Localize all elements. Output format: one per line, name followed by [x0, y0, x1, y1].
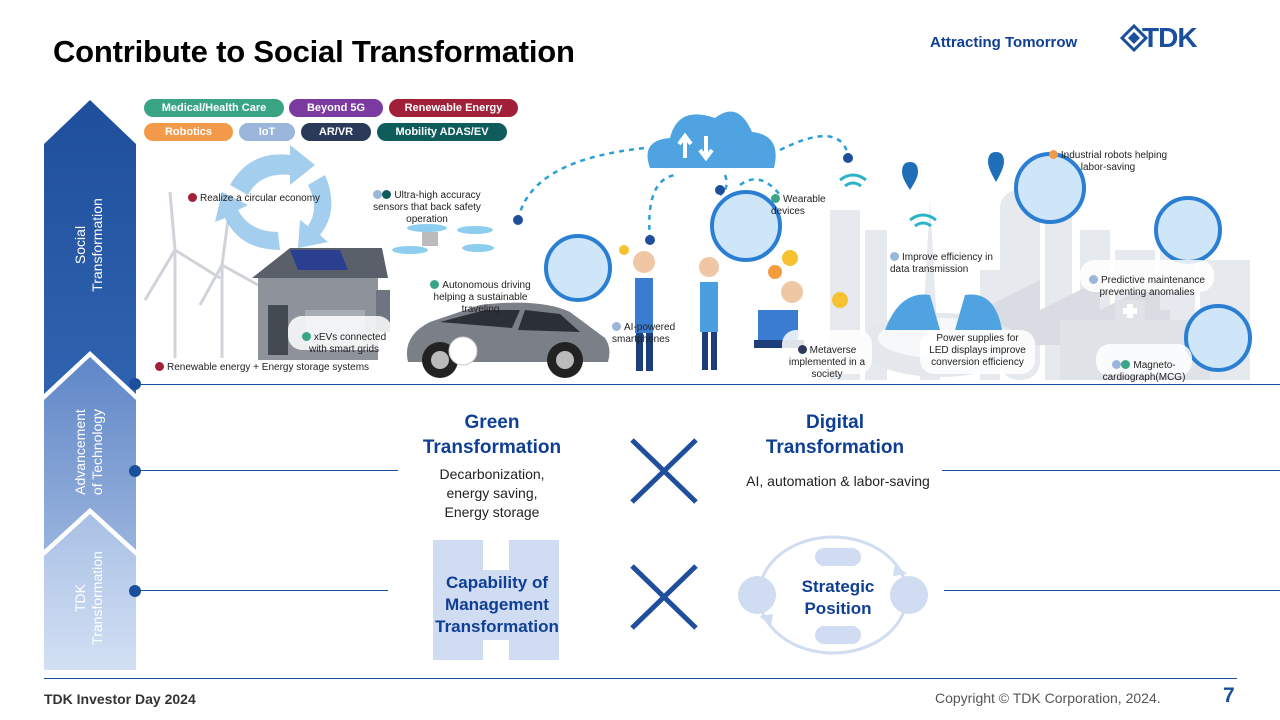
digital-transformation-title: Digital Transformation — [765, 412, 905, 458]
page-title: Contribute to Social Transformation — [53, 34, 575, 69]
bullet-iot — [373, 190, 383, 199]
tdk-emblem-icon — [1119, 23, 1149, 53]
people-icon — [633, 251, 804, 371]
connection-arcs — [516, 135, 850, 241]
bullet-renewable — [155, 362, 164, 371]
label-metaverse: Metaverse implemented in a society — [788, 345, 866, 380]
bullet-medical — [1121, 360, 1131, 369]
label-wearable: Wearable devices — [771, 194, 826, 217]
cloud-icon — [647, 111, 776, 168]
cross-multiply-icon — [630, 438, 698, 504]
footer-divider — [44, 678, 1237, 679]
callout-circles — [544, 152, 1252, 372]
cross-multiply-icon — [630, 564, 698, 630]
bullet-medical — [301, 332, 311, 341]
tagline: Attracting Tomorrow — [930, 34, 1078, 51]
bullet-iot — [612, 322, 621, 331]
social-chevron — [44, 100, 136, 395]
tdk-logo — [1119, 23, 1149, 53]
strategic-position-title: Strategic Position — [801, 577, 875, 618]
label-industrial-robots: Industrial robots helping labor-saving — [1038, 138, 1178, 174]
bullet-renewable — [188, 193, 197, 202]
label-power-supplies: Power supplies for LED displays improve … — [929, 333, 1026, 368]
transformation-chevron-column — [44, 100, 136, 670]
bullet-iot — [1112, 360, 1122, 369]
green-transformation-title: Green Transformation — [422, 412, 562, 458]
green-transformation-body: Decarbonization, energy saving, Energy s… — [439, 466, 545, 520]
label-renewable-storage: Renewable energy + Energy storage system… — [155, 362, 369, 374]
drone-icon — [392, 224, 494, 254]
label-xev: xEVs connected with smart grids — [292, 320, 396, 356]
capability-management-title: Capability of Management Transformation — [435, 573, 559, 636]
digital-transformation-body: AI, automation & labor-saving — [746, 473, 930, 489]
dot-tdk — [129, 585, 141, 597]
logo-text: TDK — [1142, 22, 1198, 53]
label-advancement-of-technology: Advancement of Technology — [72, 408, 105, 496]
metaverse-label-bg — [782, 330, 872, 374]
tdk-chevron — [44, 514, 136, 670]
bullet-medical — [771, 194, 780, 203]
label-circular-economy: Realize a circular economy — [188, 193, 320, 205]
label-predictive-maintenance: Predictive maintenance preventing anomal… — [1080, 263, 1214, 299]
dot-social — [129, 378, 141, 390]
dot-technology — [129, 465, 141, 477]
electric-car-icon — [406, 302, 610, 378]
technology-chevron — [44, 357, 136, 550]
label-data-transmission: Improve efficiency in data transmission — [890, 252, 993, 275]
divider-tdk-right — [944, 590, 1280, 591]
footer-copyright: Copyright © TDK Corporation, 2024. — [935, 690, 1161, 706]
strategic-position-cycle — [738, 535, 928, 655]
recycle-arrows-icon — [215, 145, 332, 250]
label-social-transformation: Social Transformation — [72, 198, 105, 292]
mcg-label-bg — [1096, 344, 1192, 376]
bullet-ar-vr — [797, 345, 807, 354]
location-pin-icon — [902, 152, 1004, 190]
tag-medical: Medical/Health Care — [144, 99, 284, 117]
tag-ar-vr: AR/VR — [301, 123, 371, 141]
page-number: 7 — [1223, 684, 1235, 707]
bullet-iot — [1089, 275, 1099, 284]
tag-robotics: Robotics — [144, 123, 233, 141]
power-label-bg — [920, 330, 1035, 374]
label-smartphones: AI-powered smartphones — [612, 322, 676, 345]
bullet-iot — [890, 252, 899, 261]
tag-beyond-5g: Beyond 5G — [289, 99, 383, 117]
footer-event: TDK Investor Day 2024 — [44, 691, 196, 707]
tag-iot: IoT — [239, 123, 295, 141]
divider-social — [136, 384, 1280, 385]
label-mcg: Magneto- cardiograph(MCG) — [1102, 360, 1186, 383]
divider-tdk-left — [136, 590, 388, 591]
emoji-icons — [619, 245, 848, 308]
bullet-robotics — [1048, 150, 1058, 159]
label-tdk-transformation: TDK Transformation — [72, 551, 105, 645]
callout-dots — [513, 153, 853, 245]
label-autonomous-driving: Autonomous driving helping a sustainable… — [418, 268, 543, 316]
divider-technology-right — [942, 470, 1280, 471]
wifi-icon — [839, 173, 937, 228]
divider-technology-left — [136, 470, 398, 471]
label-uav-sensors: Ultra-high accuracy sensors that back sa… — [373, 190, 481, 225]
bullet-mobility — [382, 190, 392, 199]
capability-bracket-shape — [433, 540, 559, 660]
predictive-label-bg — [1080, 260, 1214, 292]
tag-mobility: Mobility ADAS/EV — [377, 123, 507, 141]
bullet-medical — [430, 280, 440, 289]
tag-renewable-energy: Renewable Energy — [389, 99, 518, 117]
wind-turbines-icon — [143, 191, 259, 358]
